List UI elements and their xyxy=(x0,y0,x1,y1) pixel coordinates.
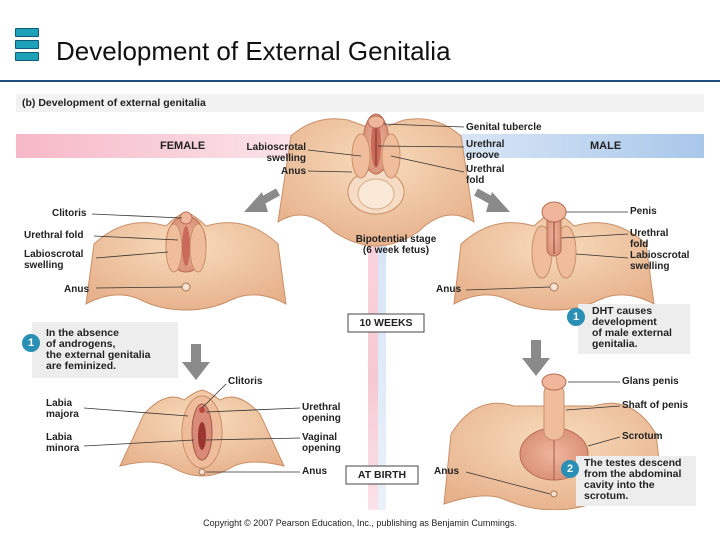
vaginal-opening-label: Vaginal opening xyxy=(302,432,341,454)
female-urethral-fold-label: Urethral fold xyxy=(24,230,84,241)
female-birth-clitoris-label: Clitoris xyxy=(228,376,263,387)
slide-title: Development of External Genitalia xyxy=(56,36,451,66)
male-10-week-illustration xyxy=(453,201,655,311)
male-birth-anus-label: Anus xyxy=(434,466,459,477)
center-band-blue xyxy=(378,244,386,510)
genitalia-development-figure: (b) Development of external genitalia FE… xyxy=(16,94,704,510)
bipotential-stage-label: Bipotential stage (6 week fetus) xyxy=(355,234,437,256)
center-band-pink xyxy=(368,244,380,510)
female-clitoris-label: Clitoris xyxy=(52,208,87,219)
female-labioscrotal-swelling-label: Labioscrotal swelling xyxy=(24,249,84,271)
male-header: MALE xyxy=(590,140,622,152)
labia-majora-label: Labia majora xyxy=(46,398,79,420)
glans-penis-label: Glans penis xyxy=(622,376,679,387)
male-labioscrotal-swelling-label: Labioscrotal swelling xyxy=(630,250,690,272)
female-callout-bg xyxy=(32,322,178,378)
shaft-of-penis-label: Shaft of penis xyxy=(622,400,689,411)
top-anus-label: Anus xyxy=(281,166,306,177)
title-divider xyxy=(0,80,720,82)
genital-tubercle-label: Genital tubercle xyxy=(466,122,542,133)
female-callout-text: In the absence of androgens, the externa… xyxy=(46,327,151,372)
female-step-1-badge: 1 xyxy=(22,334,40,352)
male-step-1-badge: 1 xyxy=(567,308,585,326)
arrow-down-male-icon xyxy=(522,340,550,376)
birth-box xyxy=(345,465,419,485)
weeks-label: 10 WEEKS xyxy=(359,317,413,329)
male-callout-1-text: DHT causes development of male external … xyxy=(592,305,672,350)
weeks-box xyxy=(347,313,425,333)
top-labioscrotal-swelling-label: Labioscrotal swelling xyxy=(246,142,306,164)
male-step-2-badge: 2 xyxy=(561,460,579,478)
panel-title: (b) Development of external genitalia xyxy=(22,97,206,109)
arrow-down-female-icon xyxy=(182,344,210,380)
labia-minora-label: Labia minora xyxy=(46,432,80,454)
birth-label: AT BIRTH xyxy=(357,469,407,481)
female-anus-label: Anus xyxy=(64,284,89,295)
male-anus-label: Anus xyxy=(436,284,461,295)
panel-header-strip xyxy=(16,94,704,112)
leader-lines xyxy=(83,123,629,495)
figure-illustration xyxy=(16,94,704,510)
arrow-to-female-icon xyxy=(244,188,280,212)
female-birth-illustration xyxy=(119,389,285,477)
female-birth-anus-label: Anus xyxy=(302,466,327,477)
scrotum-label: Scrotum xyxy=(622,431,663,442)
penis-label: Penis xyxy=(630,206,657,217)
male-urethral-fold-label: Urethral fold xyxy=(630,228,669,250)
arrow-to-male-icon xyxy=(474,188,510,212)
female-10-week-illustration xyxy=(85,211,287,311)
urethral-groove-label: Urethral groove xyxy=(466,139,505,161)
female-header: FEMALE xyxy=(160,140,206,152)
copyright-notice: Copyright © 2007 Pearson Education, Inc.… xyxy=(203,518,517,528)
title-bar: Development of External Genitalia xyxy=(0,0,720,80)
top-urethral-fold-label: Urethral fold xyxy=(466,164,505,186)
bipotential-illustration xyxy=(277,113,475,247)
male-callout-2-text: The testes descend from the abdominal ca… xyxy=(584,457,682,502)
slide-bullet-icon xyxy=(15,28,39,64)
male-callout-1-bg xyxy=(578,304,690,354)
urethral-opening-label: Urethral opening xyxy=(302,402,341,424)
male-callout-2-bg xyxy=(576,456,696,506)
